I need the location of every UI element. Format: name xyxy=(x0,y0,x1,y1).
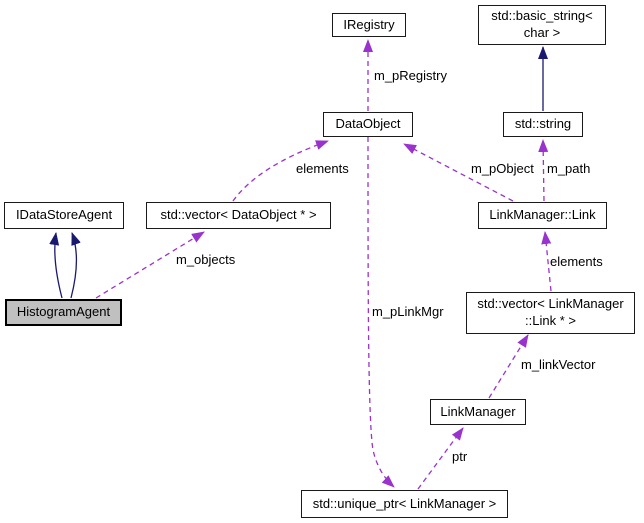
node-label-line1: std::basic_string< xyxy=(491,8,593,24)
node-label: std::string xyxy=(514,116,572,132)
edge-m-plinkmgr xyxy=(367,136,395,488)
node-label: IRegistry xyxy=(343,16,395,32)
edge-elements-link xyxy=(541,231,552,292)
node-histogramagent[interactable]: HistogramAgent xyxy=(5,299,122,326)
edge-label-m-path: m_path xyxy=(547,161,591,176)
node-label: HistogramAgent xyxy=(16,304,111,320)
edge-ptr xyxy=(417,427,464,490)
node-label: LinkManager xyxy=(440,403,516,419)
node-std-string[interactable]: std::string xyxy=(503,112,583,137)
edge-elements-dataobject xyxy=(232,140,329,202)
node-iregistry[interactable]: IRegistry xyxy=(332,13,406,37)
node-label: IDataStoreAgent xyxy=(15,207,113,223)
node-vector-dataobject[interactable]: std::vector< DataObject * > xyxy=(146,202,331,229)
edge-m-objects xyxy=(95,231,205,299)
node-linkmanager-link[interactable]: LinkManager::Link xyxy=(478,202,607,229)
edge-label-elements-dataobject: elements xyxy=(296,161,349,176)
edge-label-elements-link: elements xyxy=(550,254,603,269)
node-vector-linkmanager-link[interactable]: std::vector< LinkManager ::Link * > xyxy=(466,292,635,334)
node-basic-string[interactable]: std::basic_string< char > xyxy=(478,5,606,45)
edge-label-m-linkvector: m_linkVector xyxy=(521,357,596,372)
edge-label-m-pregistry: m_pRegistry xyxy=(374,68,447,83)
edge-inherit-histogramagent-1 xyxy=(49,232,63,299)
node-idatastoreagent[interactable]: IDataStoreAgent xyxy=(4,202,124,229)
node-label-line2: char > xyxy=(523,25,561,40)
edge-inherit-histogramagent-2 xyxy=(70,232,81,299)
edge-m-pobject xyxy=(403,143,514,202)
edge-m-path xyxy=(538,139,549,202)
node-label: LinkManager::Link xyxy=(489,207,596,223)
node-label-line2: ::Link * > xyxy=(525,313,576,328)
edge-label-m-plinkmgr: m_pLinkMgr xyxy=(372,304,444,319)
edge-label-m-objects: m_objects xyxy=(176,252,236,267)
edge-label-ptr: ptr xyxy=(452,449,468,464)
node-label: DataObject xyxy=(335,116,401,132)
node-linkmanager[interactable]: LinkManager xyxy=(430,399,526,425)
edge-label-m-pobject: m_pObject xyxy=(471,161,534,176)
node-dataobject[interactable]: DataObject xyxy=(323,112,413,137)
node-label-line1: std::vector< LinkManager xyxy=(477,296,624,312)
node-unique-ptr[interactable]: std::unique_ptr< LinkManager > xyxy=(301,490,508,518)
edge-m-linkvector xyxy=(488,334,529,399)
node-label: std::unique_ptr< LinkManager > xyxy=(312,495,497,511)
node-label: std::vector< DataObject * > xyxy=(160,207,317,223)
